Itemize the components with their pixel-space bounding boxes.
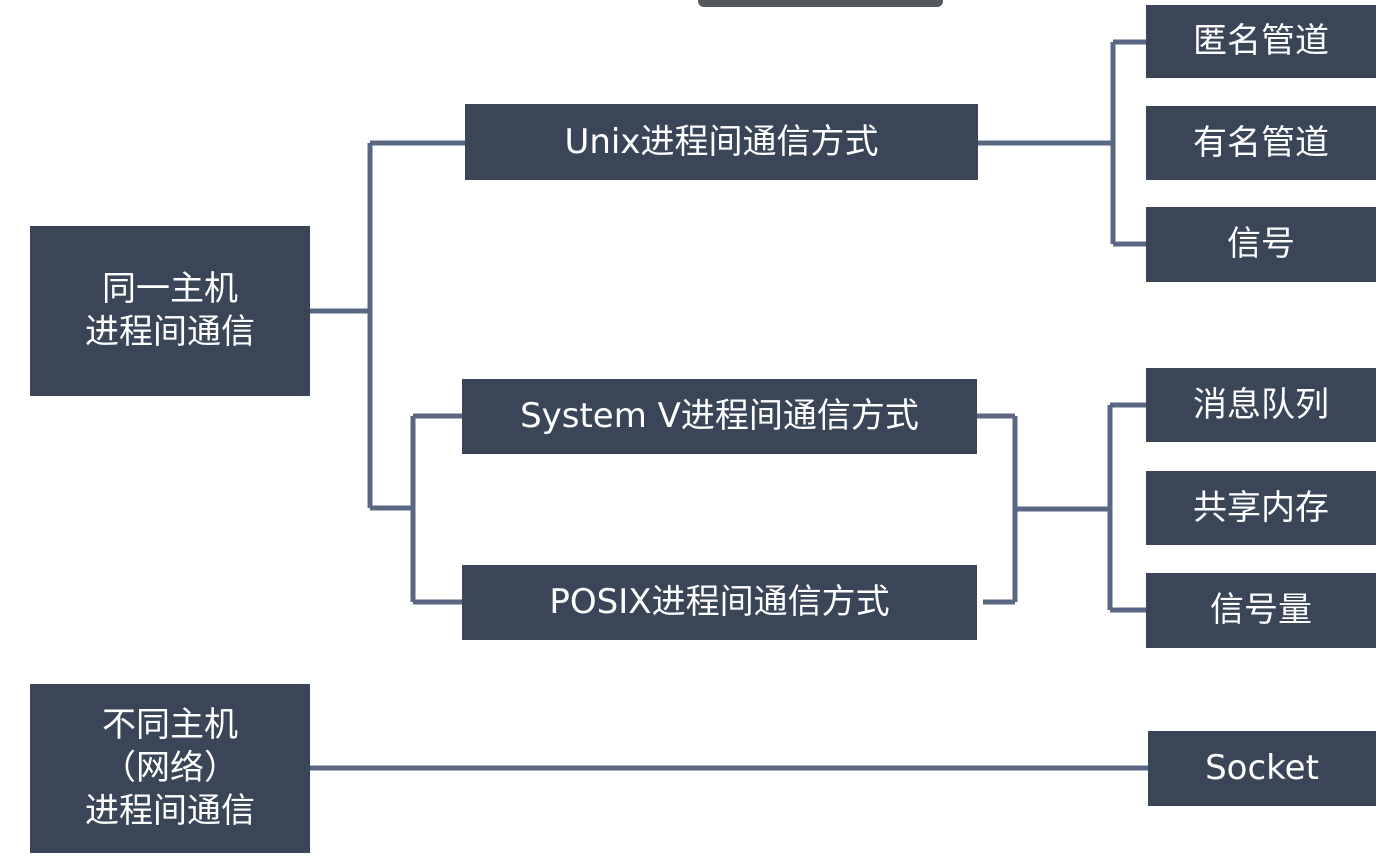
system-v-ipc-box: System V进程间通信方式: [462, 379, 977, 454]
different-host-ipc-box: 不同主机 （网络） 进程间通信: [30, 684, 310, 853]
unix-ipc-label: Unix进程间通信方式: [564, 121, 879, 162]
socket-box: Socket: [1148, 731, 1376, 806]
top-scroll-handle: [698, 0, 943, 7]
message-queue-box: 消息队列: [1146, 368, 1376, 442]
different-host-label-line1: 不同主机: [102, 705, 238, 745]
named-pipe-label: 有名管道: [1193, 122, 1329, 163]
shared-memory-label: 共享内存: [1193, 487, 1329, 528]
anonymous-pipe-box: 匿名管道: [1146, 5, 1376, 78]
shared-memory-box: 共享内存: [1146, 471, 1376, 545]
system-v-ipc-label: System V进程间通信方式: [520, 396, 919, 436]
same-host-ipc-box: 同一主机 进程间通信: [30, 226, 310, 396]
unix-ipc-box: Unix进程间通信方式: [465, 104, 978, 180]
connector-same-host-tree: [310, 140, 465, 605]
connector-unix-items: [978, 39, 1146, 247]
different-host-label-line2: （网络）: [102, 748, 238, 788]
different-host-label-line3: 进程间通信: [85, 791, 255, 831]
message-queue-label: 消息队列: [1193, 384, 1329, 425]
semaphore-box: 信号量: [1146, 573, 1376, 648]
socket-label: Socket: [1205, 748, 1319, 788]
signal-box: 信号: [1146, 207, 1376, 282]
semaphore-label: 信号量: [1210, 590, 1312, 630]
posix-ipc-label: POSIX进程间通信方式: [549, 582, 890, 622]
posix-ipc-box: POSIX进程间通信方式: [462, 565, 977, 640]
connector-sysv-posix-items: [977, 402, 1146, 613]
signal-label: 信号: [1227, 224, 1295, 264]
same-host-label-line1: 同一主机: [102, 269, 238, 309]
anonymous-pipe-label: 匿名管道: [1193, 21, 1329, 61]
named-pipe-box: 有名管道: [1146, 106, 1376, 180]
same-host-label-line2: 进程间通信: [85, 312, 255, 352]
